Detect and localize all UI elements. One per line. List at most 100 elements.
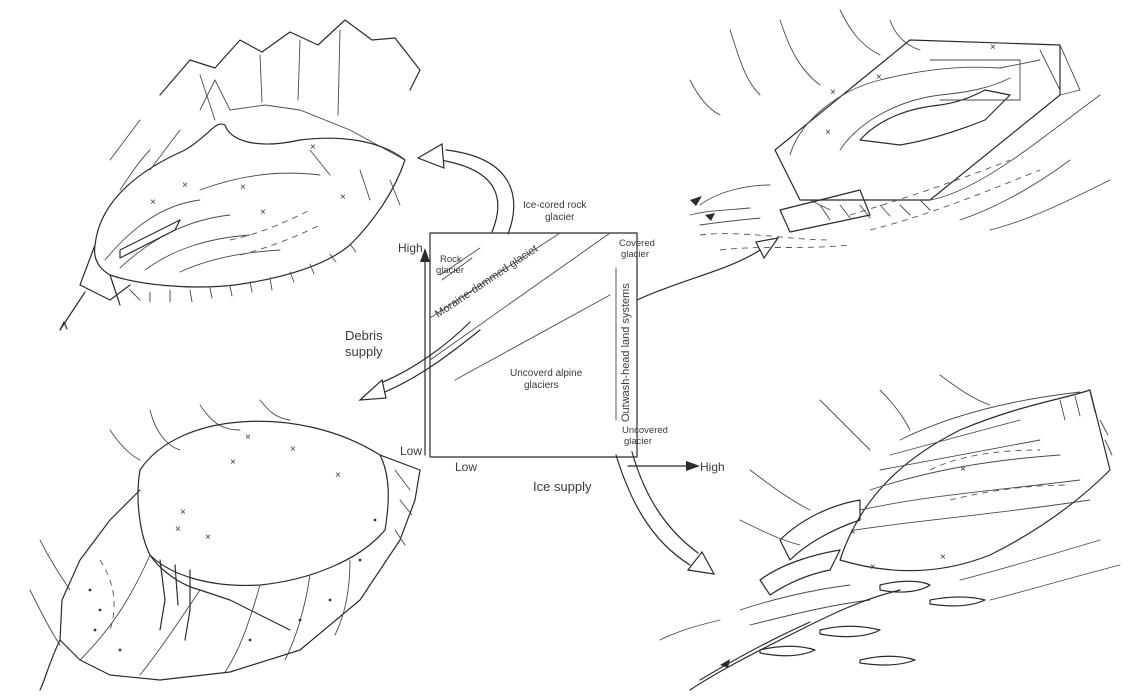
- bl-cross-7: ×: [180, 507, 186, 518]
- tr-core: [860, 90, 1010, 145]
- tr-outflow-arrows: [690, 196, 715, 221]
- x-title-label: Ice supply: [533, 479, 592, 494]
- arrow-to-top-right: [637, 250, 760, 300]
- arrow-to-top-left-outline: [446, 150, 514, 234]
- y-title-line1: Debris: [345, 328, 383, 343]
- bl-dot-7: [329, 599, 332, 602]
- br-flow-lines: [855, 392, 1090, 530]
- br-braided-channels: [690, 590, 900, 690]
- bl-dot-5: [249, 639, 252, 642]
- tr-valley-lines: [930, 95, 1110, 230]
- br-valley-lines: [660, 540, 1120, 640]
- tl-outflow: [60, 292, 85, 330]
- tl-tongue: [95, 124, 405, 287]
- bl-dash-1: [100, 560, 114, 630]
- tl-slope-lines: [110, 120, 400, 205]
- bl-ice-body: [138, 421, 388, 585]
- tl-outflow-arrow: [60, 322, 67, 330]
- bl-cross-1: ×: [245, 432, 251, 443]
- bl-cross-2: ×: [290, 444, 296, 455]
- arrow-bottom-left-head: [360, 380, 386, 400]
- tl-snout: [80, 245, 130, 305]
- arrow-to-bottom-left-outline: [378, 322, 470, 384]
- arrow-to-bottom-right: [616, 455, 690, 565]
- y-high-label: High: [398, 241, 423, 255]
- tr-cross-1: ×: [830, 87, 836, 98]
- tr-slope-lines: [690, 10, 920, 115]
- tr-outwash: [690, 185, 770, 225]
- rock-glacier-sketch: × × × × × ×: [60, 20, 420, 330]
- bl-dot-9: [374, 519, 377, 522]
- arrow-bottom-right-head: [688, 552, 714, 574]
- y-low-label: Low: [400, 444, 422, 458]
- br-ridge-lines: [740, 585, 870, 625]
- tr-hatch: [810, 200, 930, 220]
- covered-glacier-label-2: glacier: [621, 249, 649, 260]
- tr-cross-4: ×: [825, 127, 831, 138]
- tr-cross-2: ×: [876, 72, 882, 83]
- ice-cored-label-1: Ice-cored rock: [523, 200, 587, 211]
- uncovered-alpine-label-2: glaciers: [524, 380, 558, 391]
- tr-cross-3: ×: [990, 42, 996, 53]
- bl-cross-3: ×: [230, 457, 236, 468]
- bl-dot-2: [99, 609, 102, 612]
- x-low-label: Low: [455, 460, 477, 474]
- uncovered-alpine-label-1: Uncoverd alpine: [510, 368, 583, 379]
- covered-glacier-label-1: Covered: [619, 238, 655, 249]
- y-title-line2: supply: [345, 344, 383, 359]
- bl-cross-6: ×: [205, 532, 211, 543]
- br-cross-1: ×: [850, 527, 856, 538]
- outwash-head-sketch: × × × ×: [660, 375, 1120, 690]
- bl-moraine-radials: [80, 555, 350, 675]
- bl-outflow: [40, 640, 60, 690]
- tl-cross-2: ×: [240, 182, 246, 193]
- tr-dashes: [700, 160, 1040, 250]
- uncovered-glacier-label-1: Uncovered: [622, 425, 668, 436]
- arrow-top-right-head: [756, 238, 778, 258]
- bl-left-slope: [30, 540, 70, 645]
- bl-moraine-outline: [60, 455, 420, 680]
- ice-cored-rock-glacier-sketch: × × × ×: [690, 10, 1110, 250]
- br-slope-lines: [740, 375, 990, 545]
- bl-right-hatch: [395, 470, 412, 545]
- tl-cross-6: ×: [340, 192, 346, 203]
- tr-front-block: [780, 190, 870, 232]
- arrow-top-left-head: [418, 144, 444, 168]
- moraine-dammed-glacier-sketch: × × × × × × ×: [30, 400, 420, 690]
- ice-cored-label-2: glacier: [545, 212, 575, 223]
- tl-cliff: [200, 75, 215, 120]
- br-cross-3: ×: [940, 552, 946, 563]
- bl-cross-5: ×: [175, 524, 181, 535]
- bl-dot-8: [359, 559, 362, 562]
- x-axis-arrowhead: [686, 461, 700, 471]
- bl-cross-4: ×: [335, 470, 341, 481]
- x-high-label: High: [700, 460, 725, 474]
- br-kettle-lakes: [760, 581, 985, 665]
- bl-slope-lines: [110, 400, 290, 460]
- arrow-to-top-left: [440, 160, 498, 232]
- bl-dot-3: [94, 629, 97, 632]
- tl-cross-1: ×: [182, 180, 188, 191]
- outwash-head-label: Outwash-head land systems: [620, 283, 632, 422]
- tl-cross-3: ×: [310, 142, 316, 153]
- rock-glacier-label-1: Rock: [440, 254, 462, 265]
- bl-dot-1: [89, 589, 92, 592]
- tl-cliff-lines: [260, 30, 340, 115]
- bl-ice-lip: [150, 555, 290, 630]
- bl-dot-4: [119, 649, 122, 652]
- br-ice-body: [840, 390, 1110, 571]
- br-dashes: [930, 450, 1070, 500]
- central-matrix: High Low Debris supply Low High Ice supp…: [345, 200, 725, 494]
- br-cross-2: ×: [870, 562, 876, 573]
- rock-glacier-label-2: glacier: [436, 265, 464, 276]
- tl-dashes: [230, 210, 320, 255]
- tl-ridge: [160, 20, 420, 95]
- tl-cross-5: ×: [150, 197, 156, 208]
- bl-dot-6: [299, 619, 302, 622]
- tl-flow-lines: [105, 173, 320, 272]
- tl-cirque: [200, 80, 405, 160]
- tl-ridge-lobe: [120, 220, 180, 258]
- bl-streams: [160, 560, 190, 640]
